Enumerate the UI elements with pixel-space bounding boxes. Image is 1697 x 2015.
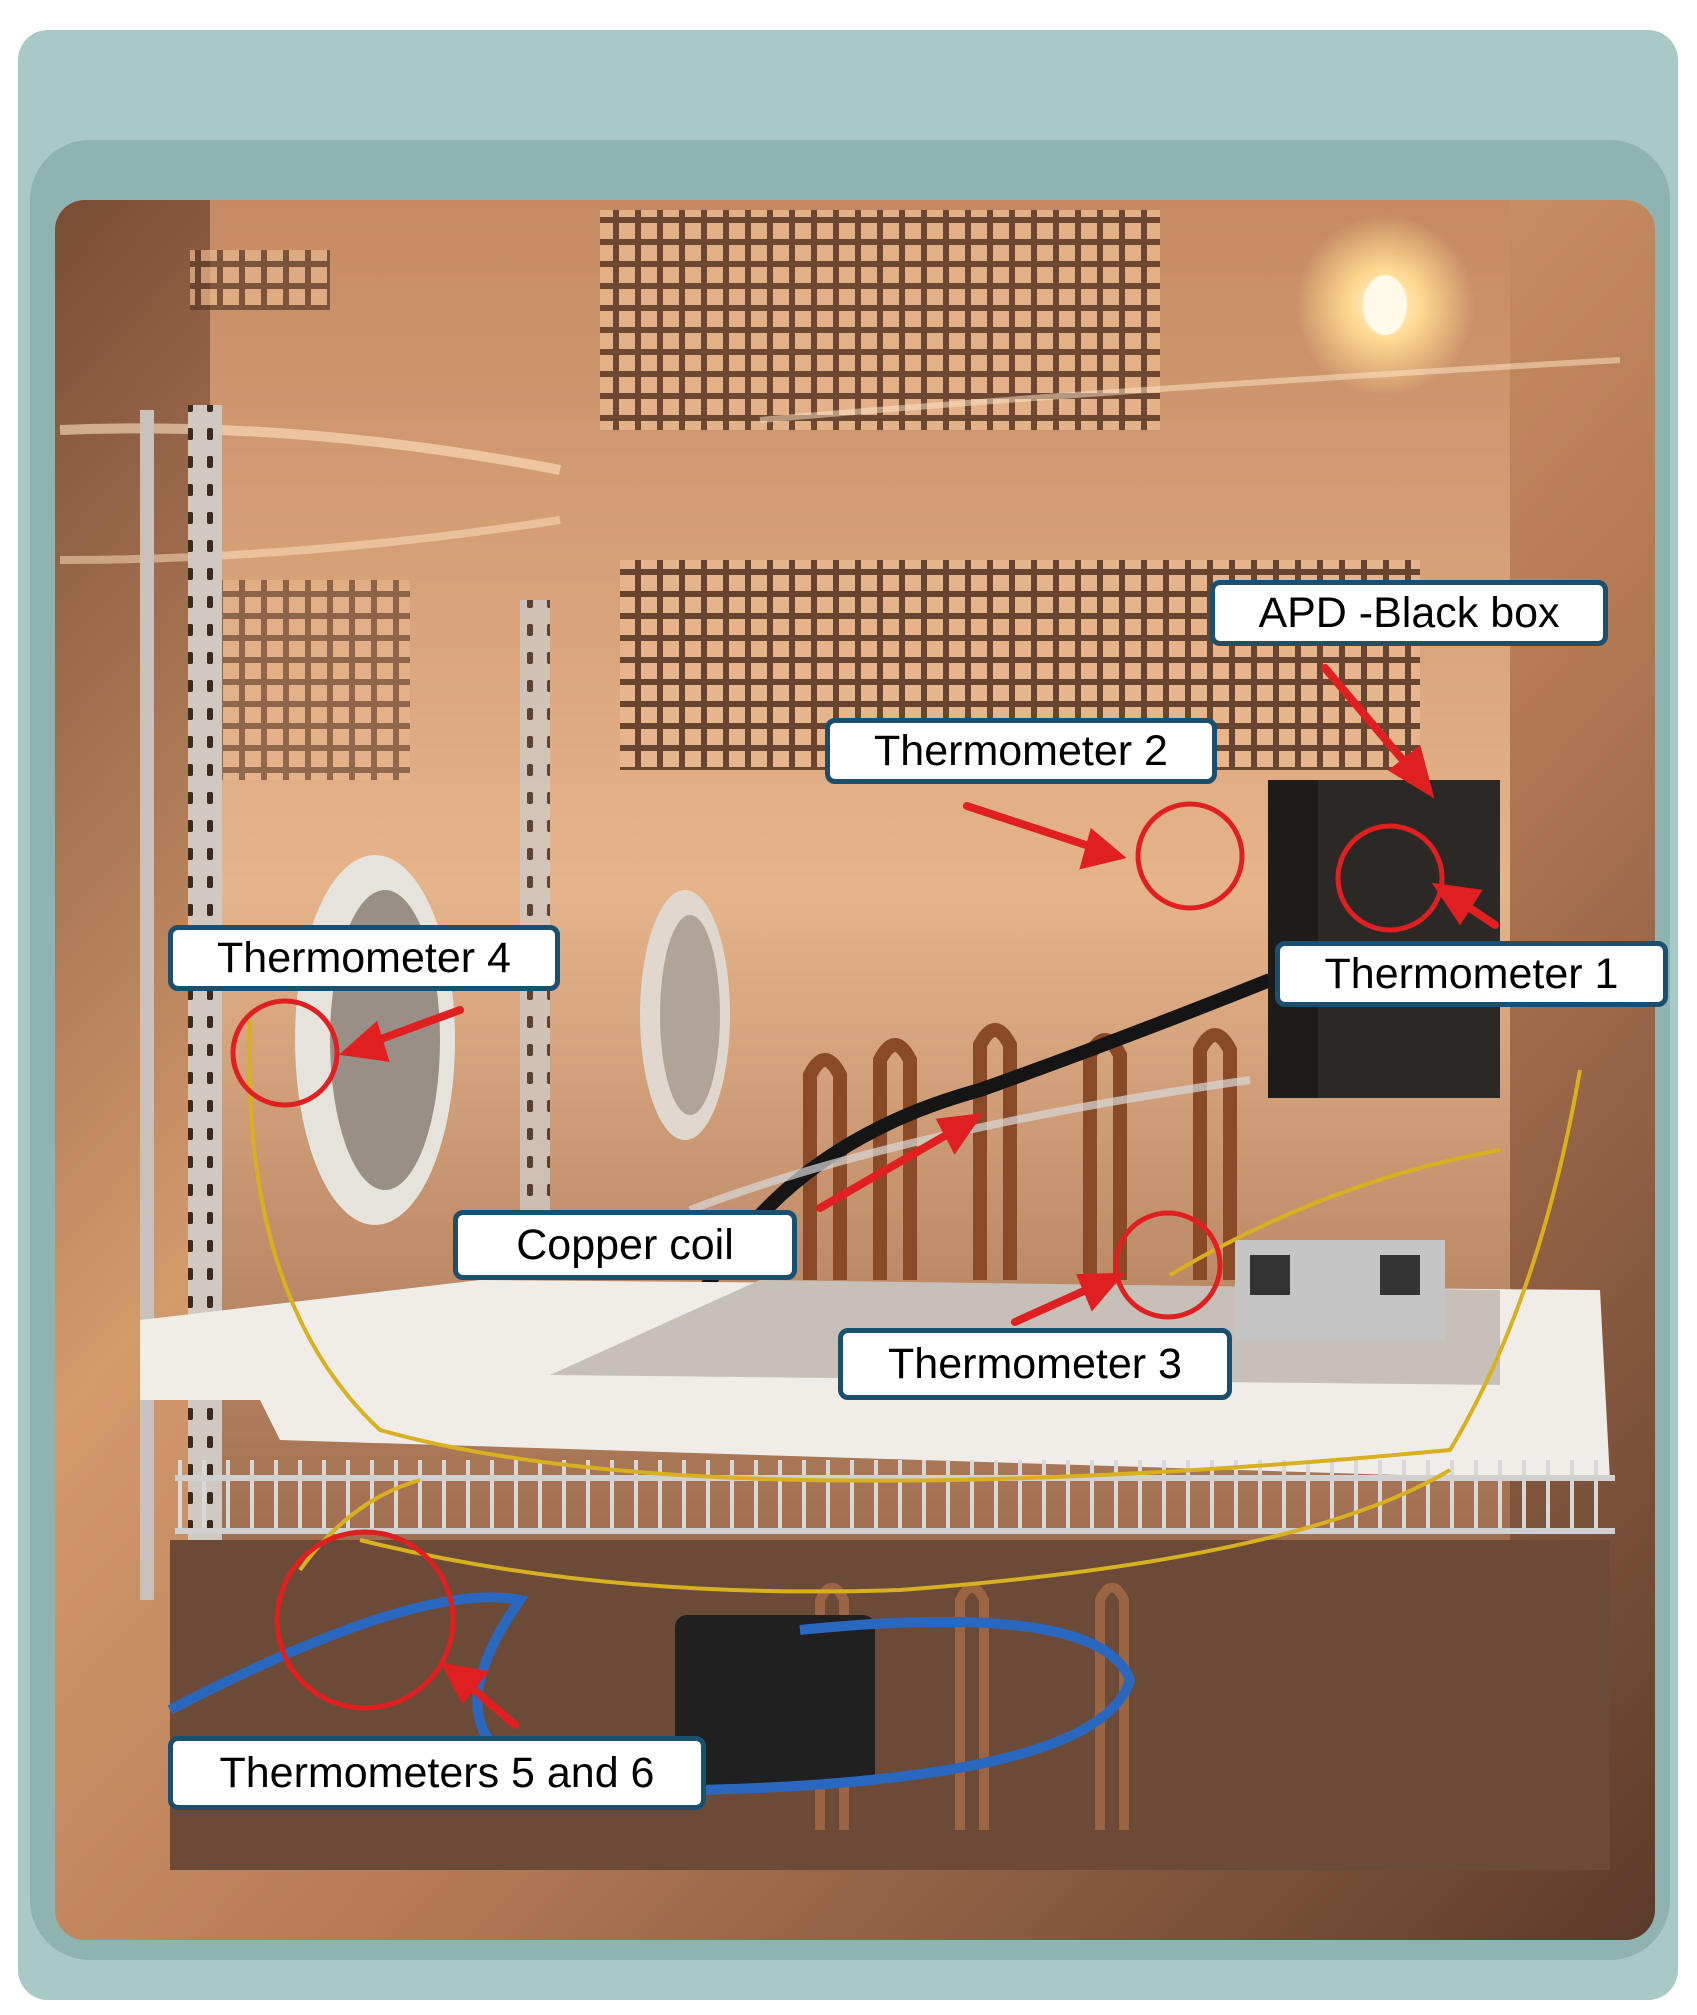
annotation-circles bbox=[230, 801, 1445, 1711]
label-thermometer-3: Thermometer 3 bbox=[838, 1328, 1232, 1400]
thermometer-3-circle bbox=[1113, 1210, 1223, 1320]
label-copper-coil: Copper coil bbox=[453, 1210, 797, 1280]
arrow-thermometer-4 bbox=[366, 1006, 464, 1047]
annotation-arrows bbox=[338, 664, 1499, 1729]
thermometer-4-circle bbox=[230, 998, 340, 1108]
lower-black-device bbox=[675, 1615, 875, 1785]
label-apd-black-box: APD -Black box bbox=[1210, 580, 1608, 646]
wire-shelf bbox=[175, 1460, 1615, 1532]
label-thermometer-1: Thermometer 1 bbox=[1275, 941, 1668, 1007]
left-middle-vent bbox=[190, 580, 410, 780]
label-thermometer-4: Thermometer 4 bbox=[168, 925, 560, 991]
arrow-thermometer-2 bbox=[963, 802, 1099, 852]
left-rack bbox=[188, 405, 222, 1605]
thermometers-5-6-circle bbox=[274, 1529, 456, 1711]
thermometer-2-circle bbox=[1135, 801, 1245, 911]
thermometer-1-circle bbox=[1335, 823, 1445, 933]
label-thermometers-5-6: Thermometers 5 and 6 bbox=[168, 1736, 706, 1810]
thermocouple-wires bbox=[247, 1019, 1582, 1594]
arrow-thermometer-3 bbox=[1011, 1282, 1099, 1326]
label-thermometer-2: Thermometer 2 bbox=[825, 718, 1217, 784]
lower-compartment bbox=[170, 1540, 1610, 1870]
left-upper-vent bbox=[190, 250, 330, 310]
arrow-apd-black-box bbox=[1321, 664, 1417, 776]
arrow-copper-coil bbox=[816, 1126, 959, 1212]
